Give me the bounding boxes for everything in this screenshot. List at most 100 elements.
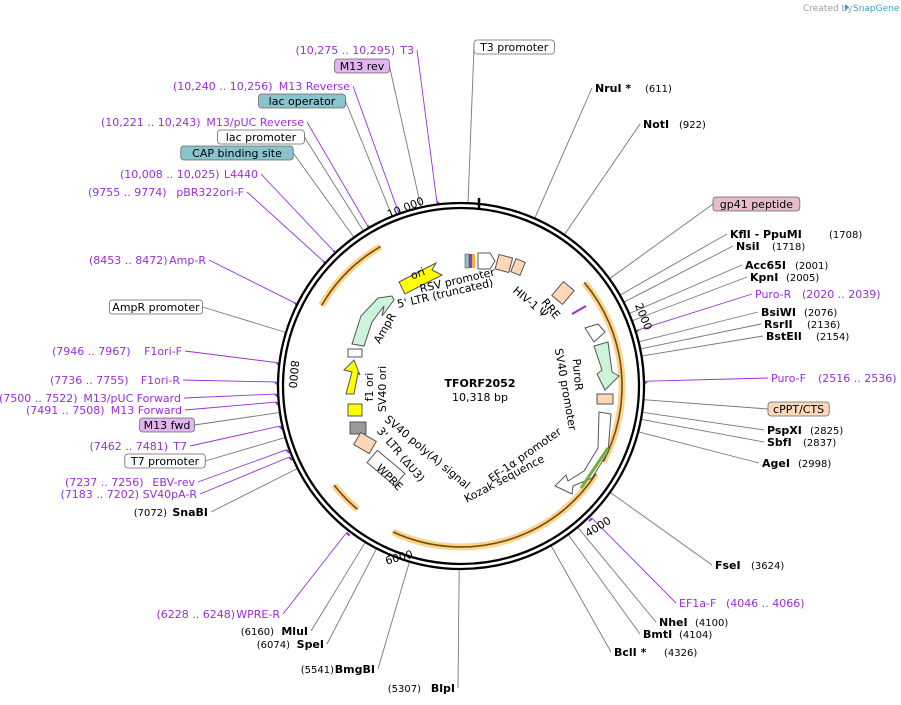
f1ori-f-name: F1ori-F <box>144 345 182 358</box>
orange-arc-right-core <box>583 281 623 462</box>
tick-label-4: 8000 <box>286 360 301 389</box>
bsteii-coords: (2154) <box>816 332 849 343</box>
t3-primer: T3(10,275 .. 10,295) <box>295 44 414 57</box>
amp-r-name: Amp-R <box>169 254 206 267</box>
credit-prefix: Created by <box>803 4 853 14</box>
plasmid-name: TFORF2052 <box>445 377 516 390</box>
feature-label-kozak-sequence: Kozak sequence <box>462 452 547 505</box>
m13-reverse-primer: M13 Reverse(10,240 .. 10,256) <box>173 80 350 93</box>
t7-primer: T7(7462 .. 7481) <box>89 440 187 453</box>
leader-gp41-peptide <box>609 203 714 280</box>
fsei-name: FseI <box>715 559 741 572</box>
ef1a-f-primer: EF1a-F (4046 .. 4066) <box>679 597 805 610</box>
pspxi-site: PspXI(2825) <box>767 424 843 437</box>
f1ori-shape <box>343 359 361 395</box>
wpre-r-name: WPRE-R <box>236 608 280 621</box>
sbfi-name: SbfI <box>767 436 792 449</box>
rsv-promoter-shape <box>477 252 496 270</box>
leader-nrui <box>534 87 593 219</box>
m13-rev-box: M13 rev <box>334 58 390 74</box>
feature-label-f1-ori: f1 ori <box>363 373 376 402</box>
m13-forward-coords: (7491 .. 7508) <box>26 404 105 417</box>
ef1a-f-name: EF1a-F <box>679 597 716 610</box>
cap-binding-site-label: CAP binding site <box>192 147 282 160</box>
nsii-coords: (1718) <box>772 242 805 253</box>
m13-reverse-name: M13 Reverse <box>279 80 350 93</box>
lac-promoter-label: lac promoter <box>226 131 297 144</box>
nhei-coords: (4100) <box>695 618 728 629</box>
leader-l4440 <box>260 173 334 252</box>
leader-ampr-promoter <box>202 306 287 333</box>
outer-features <box>318 243 626 551</box>
bsteii-site: BstEII(2154) <box>766 330 849 343</box>
leader-agei <box>638 431 760 464</box>
t3-promoter-label: T3 promoter <box>479 41 549 54</box>
kozak-green <box>579 447 610 489</box>
ampr-shape <box>351 295 395 347</box>
rsrii-coords: (2136) <box>807 320 840 331</box>
m13-puc-reverse-primer: M13/pUC Reverse(10,221 .. 10,243) <box>101 116 304 129</box>
l4440-coords: (10,008 .. 10,025) <box>120 168 220 181</box>
rre-shape <box>551 280 575 306</box>
gp41-peptide-label: gp41 peptide <box>720 198 794 211</box>
leader-t3 <box>416 49 438 202</box>
snabi-coords: (7072) <box>134 508 167 519</box>
puro-r-name: Puro-R <box>755 288 792 301</box>
cppt-cts-box: cPPT/CTS <box>767 401 830 417</box>
blpi-coords: (5307) <box>388 684 421 695</box>
kfli-ppumi-coords: (1708) <box>829 230 862 241</box>
leader-mlui <box>310 541 366 632</box>
cap-site-mark <box>464 253 470 269</box>
bsiwi-coords: (2076) <box>804 308 837 319</box>
leader-blpi <box>457 568 460 689</box>
fsei-coords: (3624) <box>751 561 784 572</box>
t3-promoter-box: T3 promoter <box>473 39 555 55</box>
wpre-shape <box>366 449 406 487</box>
f1ori-r-name: F1ori-R <box>141 374 181 387</box>
nhei-site: NheI(4100) <box>659 616 728 629</box>
rsrii-name: RsrII <box>764 318 793 331</box>
ori-shape <box>398 261 444 295</box>
leader-spei <box>326 548 378 645</box>
t7-promoter-box: T7 promoter <box>124 453 206 469</box>
kfli-ppumi-site: KflI - PpuMI(1708) <box>730 228 862 241</box>
leader-cap-binding-site <box>292 152 355 238</box>
ampr-promoter-label: AmpR promoter <box>112 301 200 314</box>
leader-t7 <box>189 425 280 447</box>
leader-wpre-r <box>282 532 347 615</box>
noti-site: NotI(922) <box>643 118 706 131</box>
plasmid-size: 10,318 bp <box>452 391 508 404</box>
leader-snabi <box>210 467 298 513</box>
puror-shape <box>593 341 620 391</box>
orange-arc-bottom-core <box>392 473 597 548</box>
blpi-name: BlpI <box>431 682 455 695</box>
bsiwi-site: BsiWI(2076) <box>761 306 837 319</box>
sv40pa-r-primer: SV40pA-R(7183 .. 7202) <box>60 488 197 501</box>
ef1a-f-coords: (4046 .. 4066) <box>726 597 805 610</box>
leader-bsteii <box>641 335 764 357</box>
primer-tick-ebv-rev <box>285 449 290 454</box>
nrui-coords: (611) <box>645 84 672 95</box>
lac-op-mark <box>469 254 472 268</box>
puro-r-coords: (2020 .. 2039) <box>802 288 881 301</box>
leader-nhei <box>577 526 657 623</box>
spei-site: SpeI(6074) <box>257 638 324 651</box>
blpi-site: BlpI (5307) <box>388 682 455 695</box>
sv40-ori-shape <box>347 403 363 417</box>
leader-fsei <box>609 491 713 566</box>
bmgbi-coords: (5541) <box>301 665 334 676</box>
ebv-rev-primer: EBV-rev(7237 .. 7256) <box>65 476 196 489</box>
kpni-name: KpnI <box>750 271 778 284</box>
m13-puc-forward-coords: (7500 .. 7522) <box>0 392 78 405</box>
t7-name: T7 <box>172 440 187 453</box>
kpni-coords: (2005) <box>786 273 819 284</box>
leader-lines <box>182 46 769 689</box>
cppt-cts-label: cPPT/CTS <box>773 403 824 416</box>
primer-tick-ef1a-f <box>588 517 593 522</box>
leader-puro-f <box>646 377 769 382</box>
wpre-r-primer: WPRE-R(6228 .. 6248) <box>156 608 280 621</box>
leader-sbfi <box>640 418 765 443</box>
m13-fwd-box: M13 fwd <box>139 417 195 433</box>
amp-r-primer: Amp-R(8453 .. 8472) <box>89 254 206 267</box>
